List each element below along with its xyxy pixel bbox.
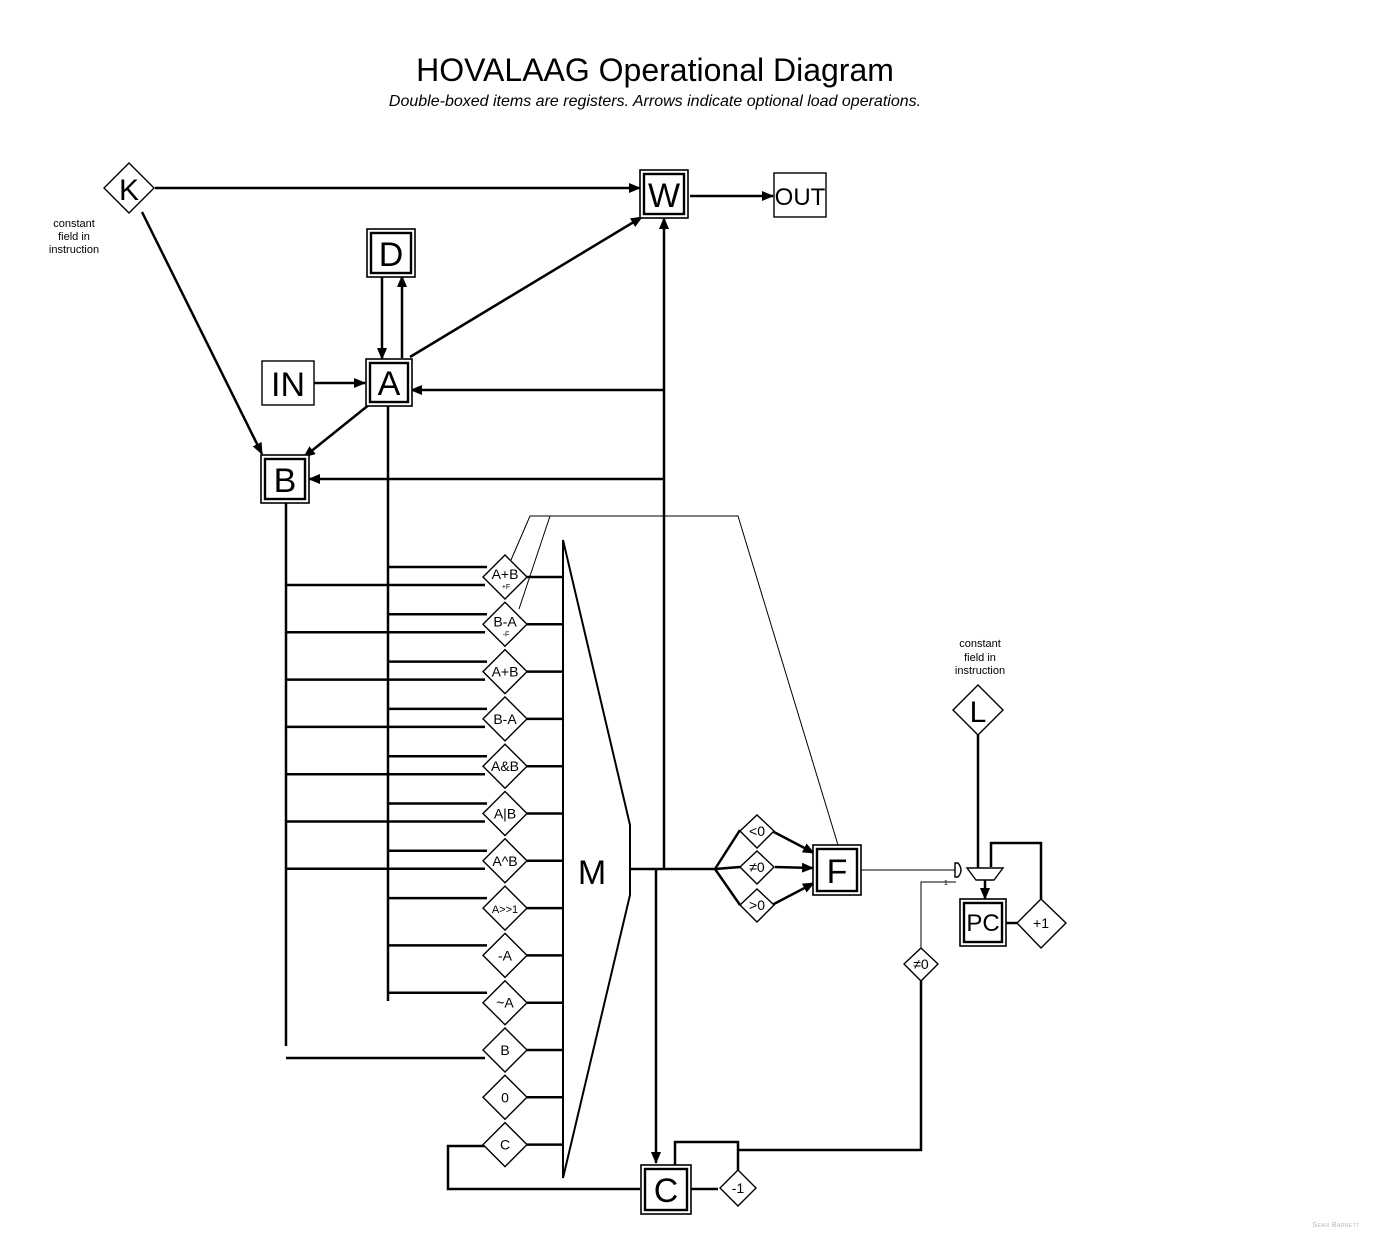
register-f-label: F <box>827 853 848 891</box>
constant-note-k: constant field in instruction <box>49 218 99 256</box>
alu-op-9: ~A <box>482 979 528 1026</box>
alu-op-label: A&B <box>491 758 519 774</box>
alu-op-8: -A <box>482 932 528 979</box>
register-a: A <box>365 358 413 407</box>
alu-op-label: -A <box>498 947 513 963</box>
alu-op-carry-label: -F <box>503 631 510 638</box>
constant-note-l-line-1: constant <box>959 638 1001 650</box>
constant-note-k-line-1: constant <box>53 218 95 230</box>
alu-op-label: C <box>500 1137 510 1153</box>
alu-op-10: B <box>482 1027 528 1073</box>
alu-op-label: A|B <box>494 806 516 822</box>
output-box: OUT <box>773 172 827 218</box>
flag-test-negative-label: <0 <box>749 823 765 839</box>
mux-m-label: M <box>578 854 606 892</box>
register-a-label: A <box>378 365 401 403</box>
alu-op-4: A&B <box>482 743 528 790</box>
register-pc: PC <box>959 898 1007 947</box>
register-d-label: D <box>379 236 404 274</box>
alu-op-label: A+B <box>492 664 519 680</box>
alu-op-11: 0 <box>482 1074 528 1121</box>
c-decrement-label: -1 <box>732 1180 745 1196</box>
alu-op-carry-label: +F <box>502 584 510 591</box>
output-label: OUT <box>775 184 826 211</box>
diagram-title: HOVALAAG Operational Diagram <box>416 52 894 88</box>
flag-test-positive-label: >0 <box>749 897 765 913</box>
input-box: IN <box>261 360 315 406</box>
alu-op-label: 0 <box>501 1089 509 1105</box>
constant-note-l-line-3: instruction <box>955 665 1005 677</box>
constant-note-l: constant field in instruction <box>955 638 1005 677</box>
constant-l-label: L <box>970 696 987 729</box>
alu-op-label: B-A <box>493 711 517 727</box>
register-c-label: C <box>654 1172 679 1210</box>
alu-op-7: A>>1 <box>482 885 528 932</box>
register-c: C <box>640 1164 692 1215</box>
pc-increment: +1 <box>1016 898 1068 950</box>
alu-op-0: A+B +F <box>482 554 528 600</box>
alu-operations: A+B +F B-A -F A+B B-A A&B A|B A^B A>>1 -A ~A B 0C <box>482 554 528 1168</box>
author-credit: Sean Barrett <box>1312 1222 1360 1229</box>
flag-test-nonzero: ≠0 <box>738 850 776 885</box>
alu-op-label: ~A <box>496 995 514 1011</box>
c-decrement: -1 <box>719 1169 757 1207</box>
alu-op-1: B-A -F <box>482 601 528 648</box>
alu-op-3: B-A <box>482 695 528 742</box>
register-f: F <box>812 844 862 896</box>
constant-note-l-line-2: field in <box>964 652 996 664</box>
register-w: W <box>639 169 689 219</box>
alu-op-5: A|B <box>482 790 528 837</box>
alu-op-label: A+B <box>492 566 519 582</box>
register-b-label: B <box>274 462 297 500</box>
register-d: D <box>366 228 416 278</box>
constant-k-label: K <box>119 174 139 207</box>
c-nonzero-test: ≠0 <box>902 947 940 982</box>
pc-increment-label: +1 <box>1033 915 1049 931</box>
flag-test-nonzero-label: ≠0 <box>749 859 765 875</box>
constant-l: L <box>952 684 1004 736</box>
register-pc-label: PC <box>966 910 999 937</box>
alu-op-label: A>>1 <box>492 904 518 916</box>
input-label: IN <box>271 366 305 404</box>
pc-mux-select-label: 1 <box>944 880 948 887</box>
mux-m: M <box>562 539 631 1179</box>
alu-op-label: B-A <box>493 613 517 629</box>
flag-test-negative: <0 <box>738 814 776 849</box>
constant-note-k-line-3: instruction <box>49 244 99 256</box>
alu-op-12: C <box>482 1121 528 1168</box>
alu-op-label: A^B <box>492 853 517 869</box>
register-b: B <box>260 454 310 504</box>
flag-test-positive: >0 <box>738 888 776 923</box>
diagram-subtitle: Double-boxed items are registers. Arrows… <box>388 93 922 110</box>
alu-op-2: A+B <box>482 648 528 695</box>
alu-op-label: B <box>500 1042 509 1058</box>
constant-k: K <box>103 162 155 214</box>
pc-mux: 1 <box>944 862 1005 887</box>
register-w-label: W <box>648 177 680 215</box>
alu-op-6: A^B <box>482 837 528 884</box>
operand-wires <box>286 565 563 1146</box>
constant-note-k-line-2: field in <box>58 231 90 243</box>
c-nonzero-test-label: ≠0 <box>913 956 929 972</box>
